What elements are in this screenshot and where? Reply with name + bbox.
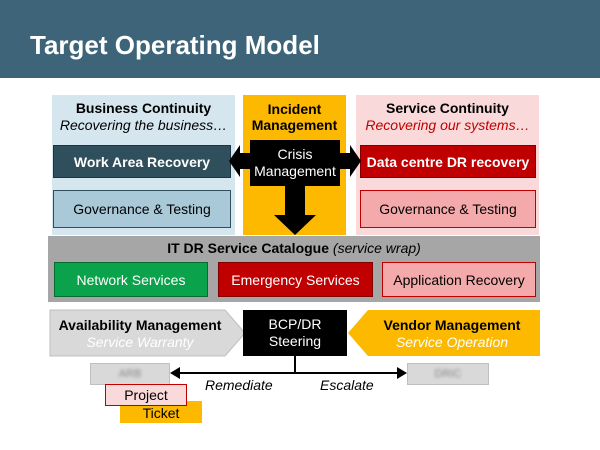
vendor-subtitle: Service Operation [395,334,509,350]
left-blurred-box: ARB [90,363,170,385]
data-centre-recovery-box: Data centre DR recovery [360,145,536,178]
ticket-box: Ticket [120,401,202,423]
crisis-line-2: Management [254,163,336,179]
application-recovery-box: Application Recovery [382,262,536,297]
emergency-services-box: Emergency Services [218,262,373,297]
vendor-chevron [348,310,540,356]
service-continuity-subtitle: Recovering our systems… [365,117,530,133]
right-blurred-label: DRIC [434,368,462,380]
network-services-box: Network Services [54,262,208,297]
service-continuity-heading: Service Continuity [386,100,509,116]
escalate-label: Escalate [320,377,374,393]
sc-governance-box: Governance & Testing [360,190,536,228]
right-arrow [340,145,361,177]
escalate-arrowhead [397,367,407,379]
left-blurred-label: ARB [118,368,142,380]
catalogue-heading: IT DR Service Catalogue (service wrap) [48,240,540,256]
catalogue-heading-suffix: (service wrap) [332,240,421,256]
incident-management-heading-1: Incident [267,101,322,117]
bc-governance-box: Governance & Testing [53,190,231,228]
down-arrow [274,185,316,235]
slide-title: Target Operating Model [30,30,320,60]
business-continuity-subtitle: Recovering the business… [59,117,228,133]
right-blurred-box: DRIC [407,363,489,385]
steering-line-1: BCP/DR [268,316,322,332]
catalogue-heading-main: IT DR Service Catalogue [167,240,330,256]
project-box: Project [105,384,187,406]
steering-box: BCP/DR Steering [243,310,347,356]
availability-subtitle: Service Warranty [86,334,194,350]
availability-heading: Availability Management [58,317,222,333]
crisis-management-box: Crisis Management [250,140,340,186]
availability-chevron [49,309,246,357]
work-area-recovery-box: Work Area Recovery [53,145,231,178]
remediate-arrowhead [170,367,180,379]
remediate-label: Remediate [205,377,273,393]
vendor-heading: Vendor Management [383,317,521,333]
business-continuity-heading: Business Continuity [75,100,212,116]
steering-line-2: Steering [268,333,322,349]
incident-management-heading-2: Management [251,117,338,133]
title-bar [0,0,600,78]
left-arrow [229,145,250,177]
crisis-line-1: Crisis [277,146,313,162]
